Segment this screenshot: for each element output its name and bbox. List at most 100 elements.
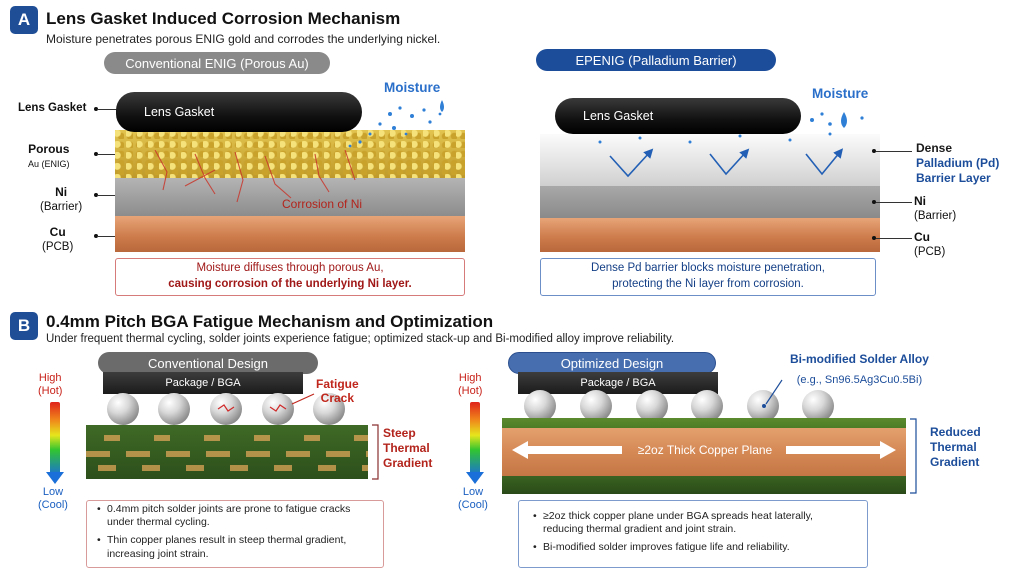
label-lens-gasket: Lens Gasket	[18, 102, 87, 114]
label-dot	[872, 149, 876, 153]
conventional-design-pill: Conventional Design	[98, 352, 318, 374]
conventional-bullet-list: 0.4mm pitch solder joints are prone to f…	[97, 503, 373, 566]
label-cu-left: Cu (PCB)	[42, 225, 73, 255]
label-cu: Cu	[49, 225, 66, 239]
label-dot	[94, 152, 98, 156]
label-dense: Dense	[916, 141, 953, 155]
label-leader-line	[97, 195, 115, 196]
solder-ball	[691, 390, 723, 422]
conventional-bullet-1: 0.4mm pitch solder joints are prone to f…	[97, 503, 373, 530]
section-b-badge: B	[10, 312, 38, 340]
label-porous: Porous	[28, 142, 70, 156]
gradient-bracket-right	[910, 418, 917, 494]
label-pd-line2: Barrier Layer	[916, 171, 991, 185]
solder-ball	[636, 390, 668, 422]
section-b-subtitle: Under frequent thermal cycling, solder j…	[46, 333, 675, 345]
moisture-droplets-right	[810, 112, 864, 128]
label-ni-sub: (Barrier)	[40, 200, 83, 213]
gauge-high-left: High (Hot)	[38, 372, 62, 398]
fatigue-crack-marks	[217, 404, 287, 412]
label-pd-line1: Palladium (Pd)	[916, 156, 1000, 170]
solder-ball	[580, 390, 612, 422]
enig-note-line1: Moisture diffuses through porous Au,	[196, 262, 384, 275]
label-ni-sub: (Barrier)	[914, 209, 957, 222]
label-pd-barrier: Palladium (Pd) Barrier Layer	[916, 156, 999, 186]
epenig-note-line1: Dense Pd barrier blocks moisture penetra…	[591, 262, 825, 275]
label-cu: Cu	[914, 230, 930, 244]
pd-layer	[540, 134, 880, 186]
bi-alloy-label: Bi-modified Solder Alloy (e.g., Sn96.5Ag…	[790, 349, 929, 389]
label-cu-right: Cu (PCB)	[914, 230, 945, 260]
conventional-bullets-box: 0.4mm pitch solder joints are prone to f…	[86, 500, 384, 568]
optimized-bullet-list: ≥2oz thick copper plane under BGA spread…	[533, 510, 853, 559]
enig-note-line2: causing corrosion of the underlying Ni l…	[168, 278, 412, 290]
optimized-bullet-1: ≥2oz thick copper plane under BGA spread…	[533, 510, 853, 537]
cu-layer-left	[115, 216, 465, 252]
moisture-droplets-left	[348, 100, 444, 148]
fatigue-line1: Fatigue	[316, 377, 359, 391]
heat-spread-arrows	[512, 441, 896, 459]
conventional-bullet-2: Thin copper planes result in steep therm…	[97, 534, 373, 561]
fatigue-pointer	[291, 393, 315, 405]
label-porous-sub: Au (ENIG)	[28, 158, 70, 169]
deflection-arrows	[598, 132, 844, 178]
corrosion-veins	[154, 150, 356, 203]
label-leader-line	[97, 109, 119, 110]
gauge-cool: (Cool)	[38, 499, 68, 512]
temperature-gradient-bar-right	[470, 402, 480, 476]
lens-gasket-right: Lens Gasket	[555, 98, 801, 134]
steep-line2: Thermal	[383, 441, 430, 455]
label-dot	[94, 107, 98, 111]
label-leader-line	[97, 236, 115, 237]
label-dot	[94, 234, 98, 238]
thin-copper-pcb	[86, 425, 368, 479]
conventional-enig-pill: Conventional ENIG (Porous Au)	[104, 52, 330, 74]
gauge-high-right: High (Hot)	[458, 372, 482, 398]
label-dot	[872, 236, 876, 240]
ni-layer-right	[540, 186, 880, 218]
solder-ball	[107, 393, 139, 425]
gauge-high: High	[38, 372, 62, 384]
steep-line3: Gradient	[383, 456, 433, 470]
porous-au-layer	[115, 130, 465, 178]
cu-layer-right	[540, 218, 880, 252]
optimized-design-pill: Optimized Design	[508, 352, 716, 374]
gauge-low: Low	[42, 486, 64, 498]
label-dot	[762, 404, 766, 408]
label-leader-line	[876, 238, 912, 239]
label-cu-sub: (PCB)	[42, 240, 74, 253]
copper-plane-label: ≥2oz Thick Copper Plane	[637, 443, 773, 457]
thick-copper-pcb	[502, 418, 906, 494]
arrow-down-icon	[466, 472, 484, 484]
solder-ball	[313, 393, 345, 425]
fatigue-crack-label: Fatigue Crack	[316, 377, 359, 406]
temperature-gradient-bar-left	[50, 402, 60, 476]
epenig-note-line2: protecting the Ni layer from corrosion.	[612, 278, 804, 290]
enig-note-box: Moisture diffuses through porous Au, cau…	[115, 258, 465, 296]
label-leader-line	[97, 154, 115, 155]
label-ni-left: Ni (Barrier)	[40, 185, 82, 215]
optimized-bullet-2: Bi-modified solder improves fatigue life…	[533, 541, 853, 555]
gauge-low-left: Low (Cool)	[38, 486, 68, 512]
label-ni: Ni	[914, 194, 926, 208]
label-leader-line	[876, 151, 912, 152]
reduced-line3: Gradient	[930, 455, 980, 469]
lens-gasket-left: Lens Gasket	[116, 92, 362, 132]
bga-package-left: Package / BGA	[103, 372, 303, 394]
gauge-cool: (Cool)	[458, 499, 488, 512]
solder-ball	[524, 390, 556, 422]
alloy-line2: (e.g., Sn96.5Ag3Cu0.5Bi)	[796, 374, 923, 386]
gradient-bracket-left	[372, 424, 379, 480]
gauge-low: Low	[462, 486, 484, 498]
gauge-hot: (Hot)	[458, 385, 483, 398]
alloy-line1: Bi-modified Solder Alloy	[790, 352, 929, 366]
solder-ball	[802, 390, 834, 422]
alloy-pointer	[765, 379, 783, 405]
label-ni-right: Ni (Barrier)	[914, 194, 956, 224]
gauge-hot: (Hot)	[38, 385, 63, 398]
reduced-line2: Thermal	[930, 440, 977, 454]
label-dot	[872, 200, 876, 204]
fatigue-line2: Crack	[320, 391, 355, 406]
label-leader-line	[876, 202, 912, 203]
moisture-label-left: Moisture	[384, 80, 441, 95]
